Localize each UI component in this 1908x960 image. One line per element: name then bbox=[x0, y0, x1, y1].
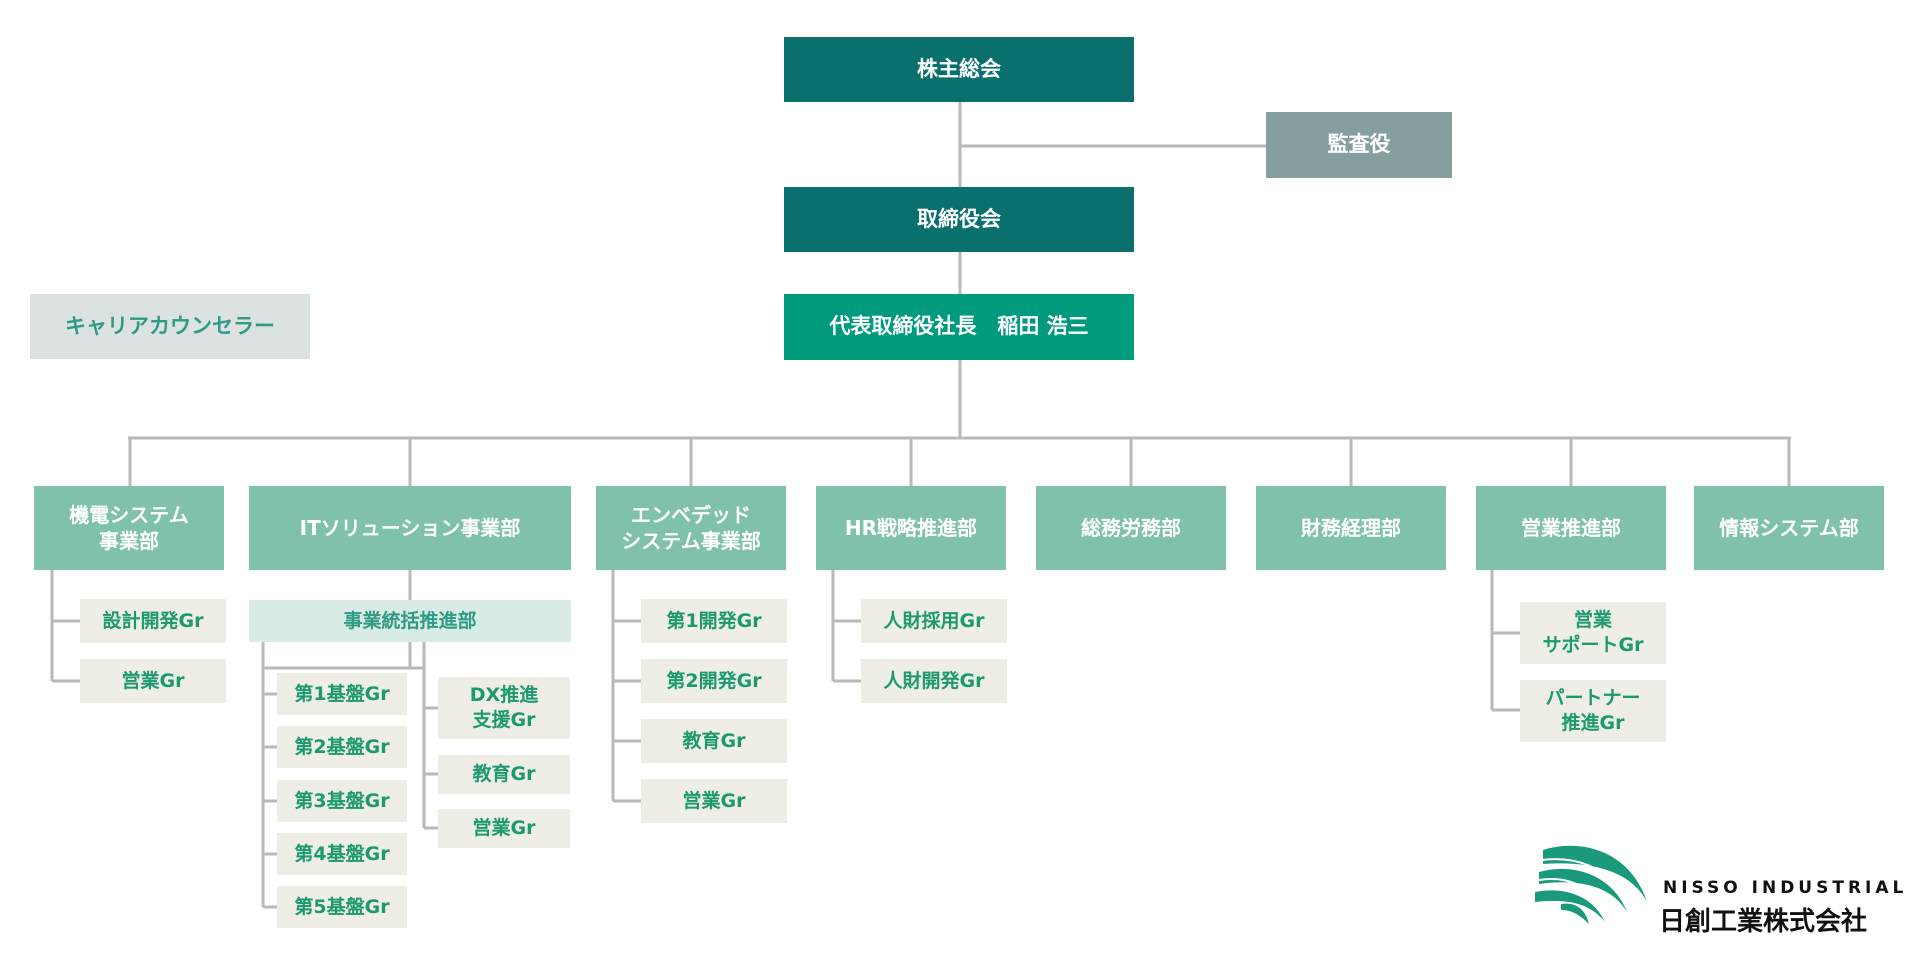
group-box: DX推進 支援Gr bbox=[438, 677, 570, 739]
group-box: 第5基盤Gr bbox=[277, 886, 407, 928]
dept-general-affairs: 総務労務部 bbox=[1036, 486, 1226, 570]
logo-name-en: NISSO INDUSTRIAL bbox=[1663, 878, 1908, 898]
group-box: 教育Gr bbox=[438, 755, 570, 794]
group-box: 第2基盤Gr bbox=[277, 726, 407, 768]
dept-embedded-systems: エンベデッド システム事業部 bbox=[596, 486, 786, 570]
group-box: 営業Gr bbox=[80, 659, 226, 703]
group-box: 人財開発Gr bbox=[861, 659, 1007, 703]
dept-sales-promotion: 営業推進部 bbox=[1476, 486, 1666, 570]
auditor-box: 監査役 bbox=[1266, 112, 1452, 178]
group-box: 教育Gr bbox=[641, 719, 787, 763]
group-box: 営業 サポートGr bbox=[1520, 602, 1666, 664]
dept-hr-strategy: HR戦略推進部 bbox=[816, 486, 1006, 570]
group-box: 第3基盤Gr bbox=[277, 780, 407, 822]
group-box: 人財採用Gr bbox=[861, 599, 1007, 643]
dept-it-solutions: ITソリューション事業部 bbox=[249, 486, 571, 570]
career-counselor-box: キャリアカウンセラー bbox=[30, 294, 310, 359]
group-box: 第2開発Gr bbox=[641, 659, 787, 703]
group-box: 第1開発Gr bbox=[641, 599, 787, 643]
president-box: 代表取締役社長 稲田 浩三 bbox=[784, 294, 1134, 360]
group-box: パートナー 推進Gr bbox=[1520, 680, 1666, 742]
group-box: 第4基盤Gr bbox=[277, 833, 407, 875]
group-box: 設計開発Gr bbox=[80, 599, 226, 643]
group-box: 営業Gr bbox=[641, 779, 787, 823]
group-box: 第1基盤Gr bbox=[277, 673, 407, 715]
wave-logo-icon bbox=[1535, 845, 1647, 924]
company-logo: NISSO INDUSTRIAL 日創工業株式会社 bbox=[1535, 842, 1903, 942]
group-box: 営業Gr bbox=[438, 809, 570, 848]
sub-unit-business-integration: 事業統括推進部 bbox=[249, 600, 571, 642]
shareholders-meeting-box: 株主総会 bbox=[784, 37, 1134, 102]
dept-information-systems: 情報システム部 bbox=[1694, 486, 1884, 570]
logo-name-ja: 日創工業株式会社 bbox=[1659, 907, 1868, 937]
board-of-directors-box: 取締役会 bbox=[784, 187, 1134, 252]
dept-electromech-systems: 機電システム 事業部 bbox=[34, 486, 224, 570]
dept-finance-accounting: 財務経理部 bbox=[1256, 486, 1446, 570]
